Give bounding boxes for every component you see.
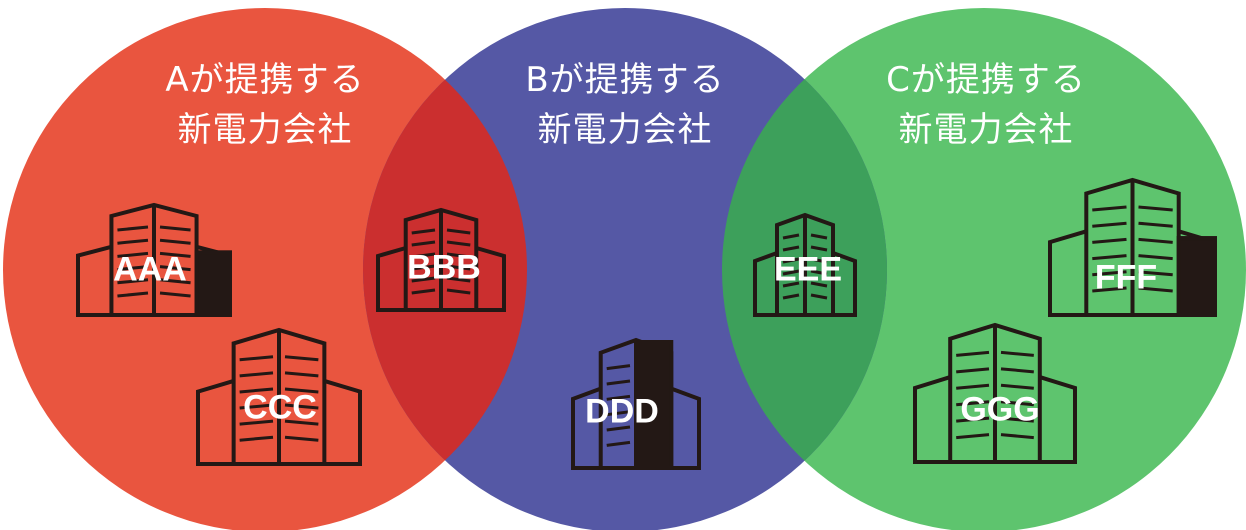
building-icon — [1048, 177, 1217, 317]
circle-a — [3, 8, 527, 530]
company-label-fff: FFF — [1094, 258, 1158, 297]
building-icon — [913, 322, 1077, 464]
circle-c — [722, 8, 1246, 530]
group-a-title: Aが提携する 新電力会社 — [115, 55, 415, 155]
building-icon — [571, 337, 701, 470]
group-b-title: Bが提携する 新電力会社 — [475, 55, 775, 155]
company-label-eee: EEE — [773, 250, 843, 289]
circle-b — [363, 8, 887, 530]
group-a-title-line1: Aが提携する — [165, 60, 365, 100]
company-label-ccc: CCC — [243, 388, 317, 427]
building-icon — [376, 207, 506, 312]
group-b-title-line2: 新電力会社 — [537, 110, 713, 150]
group-c-title: Cが提携する 新電力会社 — [836, 55, 1136, 155]
building-icon — [76, 202, 232, 318]
building-icon — [753, 212, 857, 317]
group-c-title-line1: Cが提携する — [886, 60, 1086, 100]
group-c-title-line2: 新電力会社 — [898, 110, 1074, 150]
group-b-title-line1: Bが提携する — [525, 60, 725, 100]
company-label-aaa: AAA — [113, 250, 187, 289]
company-label-ddd: DDD — [585, 392, 659, 431]
building-icon — [196, 327, 362, 466]
company-label-bbb: BBB — [407, 248, 481, 287]
company-label-ggg: GGG — [960, 390, 1040, 429]
group-a-title-line2: 新電力会社 — [177, 110, 353, 150]
